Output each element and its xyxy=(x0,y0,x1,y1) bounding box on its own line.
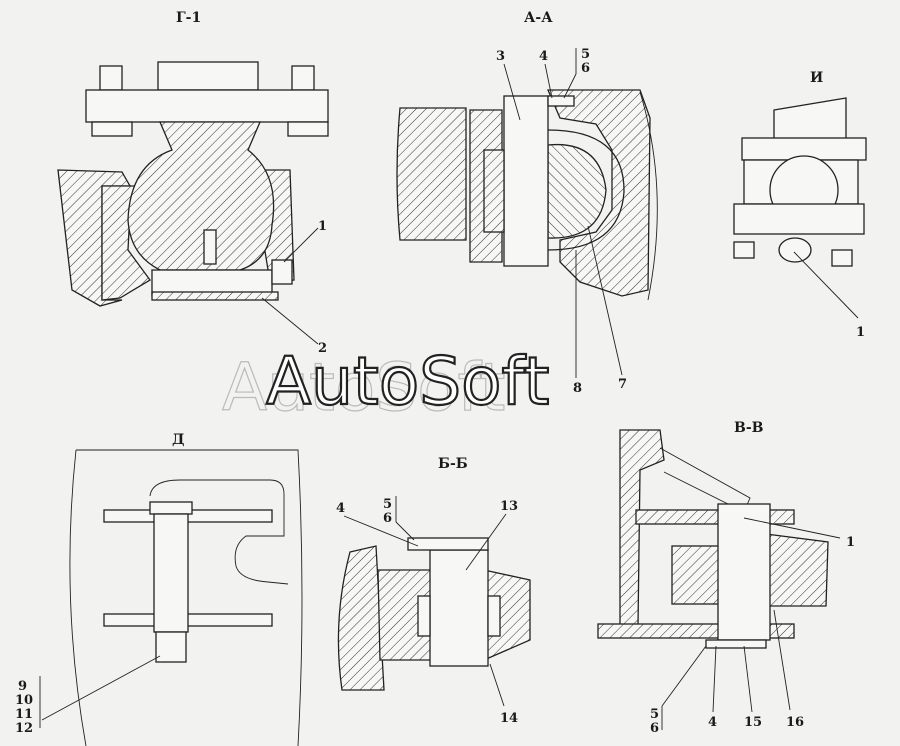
pin xyxy=(503,95,549,267)
aa-label-5: 5 xyxy=(581,47,590,62)
bracket-rib xyxy=(659,447,751,513)
leader-13 xyxy=(465,513,507,571)
pin xyxy=(717,503,771,641)
housing-right xyxy=(547,89,651,297)
aa-label-6: 6 xyxy=(581,61,590,76)
nut xyxy=(831,249,853,267)
vv-label-6: 6 xyxy=(650,721,659,736)
bb-label-13: 13 xyxy=(500,499,518,514)
view-vv: В-В 1 5 6 4 15 16 xyxy=(597,420,855,736)
vv-label-4: 4 xyxy=(708,715,717,730)
bushing-right xyxy=(765,533,829,607)
fitting xyxy=(271,259,293,285)
d-label-11: 11 xyxy=(15,707,33,722)
leader-15 xyxy=(743,645,753,713)
d-label-10: 10 xyxy=(15,693,33,708)
bracket-outline-left xyxy=(69,449,87,746)
bb-label-6: 6 xyxy=(383,511,392,526)
leader-7 xyxy=(587,225,623,376)
bb-label-14: 14 xyxy=(500,711,518,726)
ball-joint xyxy=(547,143,607,239)
view-i: И 1 xyxy=(733,70,867,340)
leader-1 xyxy=(283,227,319,263)
leader-5-6 xyxy=(661,645,707,707)
leader-1 xyxy=(743,517,841,539)
leader-1 xyxy=(793,251,859,319)
bearing-left xyxy=(417,595,431,637)
view-g1-title: Г-1 xyxy=(176,10,201,26)
bb-label-4: 4 xyxy=(336,501,345,516)
aa-label-8: 8 xyxy=(573,381,582,396)
bolt-head xyxy=(99,65,123,91)
view-d-title: Д xyxy=(172,432,184,448)
flange-boss xyxy=(157,61,259,91)
top-flange xyxy=(85,89,329,123)
vv-label-1: 1 xyxy=(846,535,855,550)
bracket-wall xyxy=(619,429,665,627)
aa-label-7: 7 xyxy=(618,377,627,392)
g1-label-1: 1 xyxy=(318,219,327,234)
aa-label-3: 3 xyxy=(496,49,505,64)
lever-end xyxy=(396,107,467,241)
top-plate xyxy=(407,537,489,551)
leader-14 xyxy=(489,663,505,707)
nut xyxy=(287,121,329,137)
bolt-end xyxy=(778,237,812,263)
pin xyxy=(203,229,217,265)
leader-2 xyxy=(261,297,319,345)
i-label-1: 1 xyxy=(856,325,865,340)
vv-label-5: 5 xyxy=(650,707,659,722)
pin-body xyxy=(153,513,189,633)
outline-arc xyxy=(639,91,658,301)
view-bb-title: Б-Б xyxy=(438,456,468,472)
socket-outline xyxy=(547,129,625,251)
g1-label-2: 2 xyxy=(318,341,327,356)
vv-label-16: 16 xyxy=(786,715,804,730)
d-label-9: 9 xyxy=(18,679,27,694)
view-aa-title: А-А xyxy=(524,10,553,26)
leader-4 xyxy=(544,63,553,99)
bb-label-5: 5 xyxy=(383,497,392,512)
bearing-right xyxy=(487,595,501,637)
bushing-left xyxy=(671,545,723,605)
leader-16 xyxy=(773,609,791,711)
bottom-plate xyxy=(151,291,279,301)
clamp-bottom xyxy=(733,203,865,235)
lock-plate xyxy=(705,639,767,649)
aa-label-4: 4 xyxy=(539,49,548,64)
pin-head xyxy=(149,501,193,515)
watermark-shadow: AutoSoft xyxy=(222,349,505,426)
leader-5-6 xyxy=(563,73,577,99)
ball-joint xyxy=(127,121,275,271)
bolt-head xyxy=(291,65,315,91)
leader-4 xyxy=(343,515,419,547)
d-label-12: 12 xyxy=(15,721,33,736)
slot-outline xyxy=(149,479,289,585)
watermark: AutoSoft xyxy=(266,343,549,420)
nut xyxy=(733,241,755,259)
vv-label-15: 15 xyxy=(744,715,762,730)
view-vv-title: В-В xyxy=(734,420,764,436)
lever-end xyxy=(337,545,385,691)
bushing xyxy=(483,149,505,233)
view-bb: Б-Б 4 5 6 13 14 xyxy=(336,456,531,726)
view-aa: А-А 3 4 5 6 8 7 xyxy=(396,10,658,396)
pin xyxy=(429,549,489,667)
leader-9-12 xyxy=(41,655,161,721)
view-d: Д 9 10 11 12 xyxy=(15,432,303,746)
view-i-title: И xyxy=(810,70,823,86)
view-g1: Г-1 1 2 xyxy=(57,10,329,356)
leader-5-6 xyxy=(395,521,415,541)
leader-3 xyxy=(503,63,521,121)
pin-end xyxy=(155,631,187,663)
plate xyxy=(547,95,575,107)
nut xyxy=(91,121,133,137)
bracket-outline xyxy=(76,449,303,746)
leader-4 xyxy=(712,645,717,713)
